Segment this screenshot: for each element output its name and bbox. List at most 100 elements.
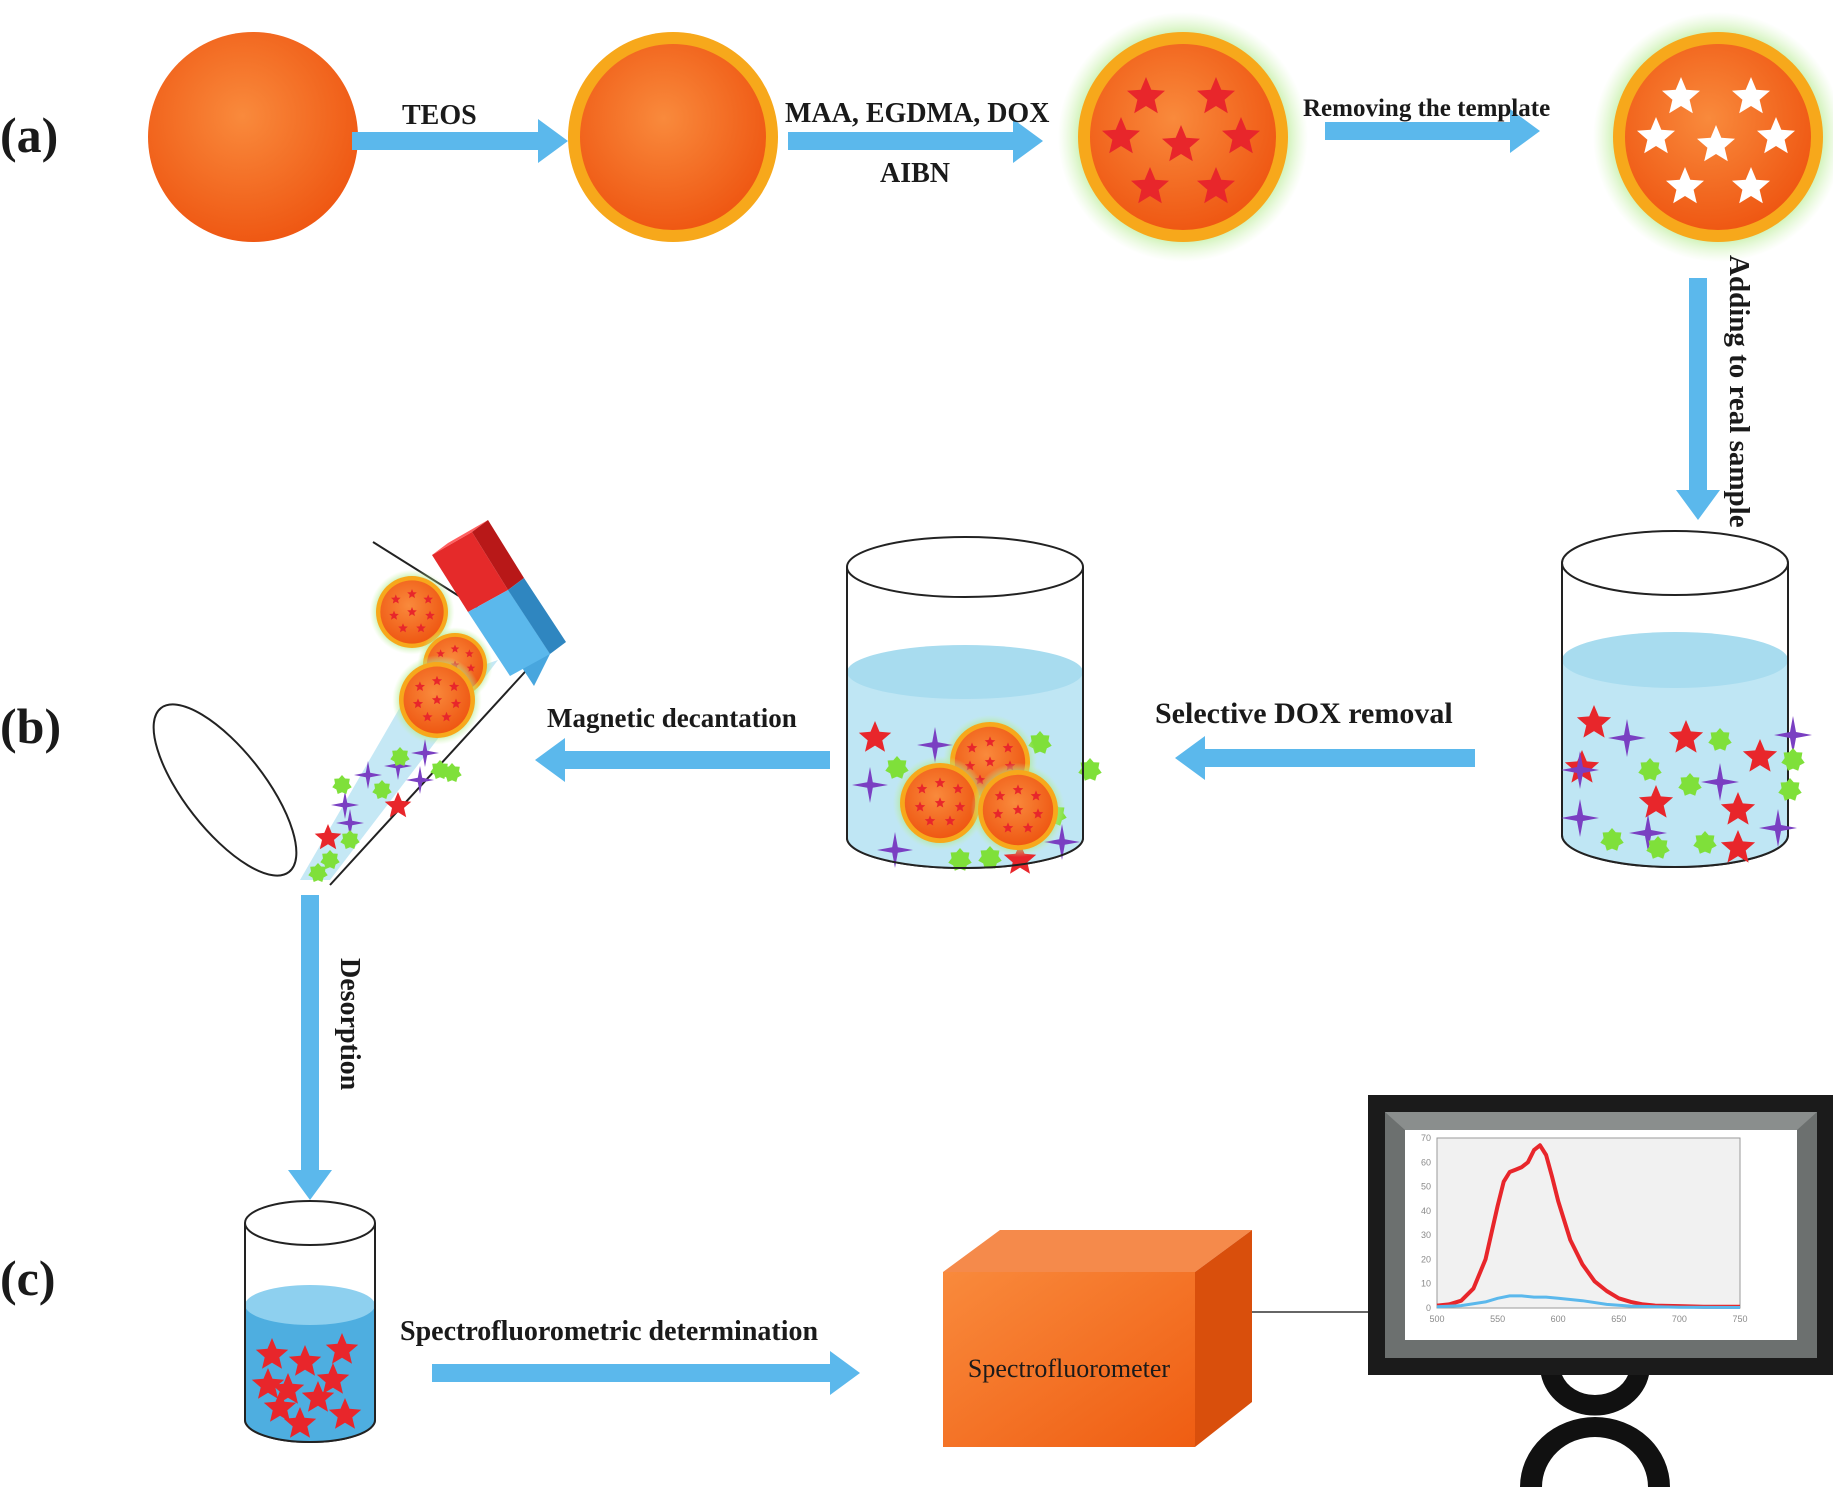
y-tick-label: 0: [1426, 1303, 1431, 1313]
empty-cavity-star: [1757, 117, 1795, 154]
y-tick-label: 50: [1421, 1182, 1431, 1192]
dox-template-star: [1222, 117, 1260, 154]
desorbed-dox-star: [283, 1407, 317, 1438]
magnet: [432, 520, 566, 686]
desorbed-dox-star: [288, 1345, 322, 1376]
bound-dox-star: [414, 681, 425, 691]
bound-dox-star: [1002, 822, 1014, 833]
bound-dox-star: [389, 610, 399, 620]
spectrofluorometer: Spectrofluorometer: [943, 1230, 1252, 1447]
interferent-sparkle: [354, 761, 382, 789]
label-selective-removal: Selective DOX removal: [1155, 697, 1453, 730]
bound-dox-star: [423, 594, 433, 604]
bound-dox-star: [450, 644, 460, 653]
panel-label-a: (a): [0, 107, 58, 163]
bound-dox-star: [422, 711, 433, 722]
interferent-gear: [948, 848, 972, 871]
y-tick-label: 40: [1421, 1206, 1431, 1216]
bound-dox-star: [436, 649, 445, 658]
dox-star: [1638, 785, 1674, 818]
panel-label-c: (c): [0, 1250, 56, 1306]
bound-dox-star: [1030, 790, 1042, 801]
interferent-gear: [1778, 778, 1802, 801]
monitor-stand-neck: [1541, 1375, 1649, 1416]
empty-cavity-star: [1637, 117, 1675, 154]
interferent-gear: [442, 763, 462, 782]
desorbed-dox-star: [255, 1338, 289, 1369]
bound-dox-star: [431, 675, 443, 686]
interferent-sparkle: [1561, 751, 1599, 789]
flow-arrow: [535, 738, 830, 782]
label-desorption: Desorption: [334, 958, 365, 1091]
desorbed-dox-star: [328, 1398, 362, 1429]
imprinted-particle-empty-cavities: [1593, 12, 1833, 262]
bound-dox-star: [466, 663, 476, 672]
monitor-stand-base: [1520, 1417, 1670, 1487]
interferent-gear: [1678, 773, 1702, 796]
interferent-gear: [885, 756, 909, 779]
beaker-real-sample: [1561, 530, 1812, 868]
imprinted-particle-with-dox: [1058, 12, 1308, 262]
bound-dox-star: [952, 783, 964, 794]
bound-dox-star: [966, 742, 978, 753]
desorbed-dox-star: [301, 1381, 335, 1412]
dox-template-star: [1127, 77, 1165, 114]
process-arrows: [288, 109, 1720, 1395]
dox-star: [858, 721, 892, 752]
flow-arrow: [1676, 278, 1720, 520]
dox-star: [314, 824, 342, 850]
flow-arrow: [288, 895, 332, 1200]
interferent-gear: [372, 780, 392, 799]
bound-dox-star: [1022, 822, 1034, 833]
interferent-gear: [390, 747, 410, 766]
interferent-sparkle: [877, 832, 913, 868]
flow-arrow: [1175, 736, 1475, 780]
bound-dox-star: [944, 815, 956, 826]
bound-dox-star: [1012, 784, 1024, 795]
bound-dox-star: [1012, 804, 1024, 815]
dox-star: [1576, 705, 1612, 738]
tilted-beaker-magnetic-decantation: [152, 520, 566, 886]
bound-dox-star: [984, 736, 996, 747]
spectrofluorometer-label: Spectrofluorometer: [968, 1354, 1170, 1383]
label-add-sample: Adding to real sample: [1723, 255, 1755, 528]
interferent-gear: [1600, 828, 1624, 851]
label-monomers: MAA, EGDMA, DOX: [785, 98, 1049, 129]
bound-dox-star: [914, 801, 926, 812]
bound-dox-star: [994, 790, 1006, 801]
spectrum-series-line: [1436, 1294, 1741, 1309]
interferent-sparkle: [852, 767, 888, 803]
x-tick-label: 700: [1672, 1314, 1687, 1324]
y-tick-label: 30: [1421, 1230, 1431, 1240]
dox-star: [384, 792, 412, 818]
dox-template-star: [1131, 167, 1169, 204]
x-tick-label: 500: [1429, 1314, 1444, 1324]
empty-cavity-star: [1732, 77, 1770, 114]
dox-star: [1668, 720, 1704, 753]
label-determination: Spectrofluorometric determination: [400, 1316, 819, 1347]
beaker-with-imprinted-particles: [846, 536, 1102, 874]
interferent-sparkle: [1774, 716, 1812, 754]
bound-dox-star: [391, 594, 401, 604]
interferent-sparkle: [1701, 763, 1739, 801]
bound-dox-star: [407, 607, 417, 617]
bound-dox-star: [916, 783, 928, 794]
empty-cavity-star: [1666, 167, 1704, 204]
interferent-gear: [308, 863, 328, 882]
label-teos: TEOS: [402, 100, 477, 131]
desorbed-dox-star: [263, 1391, 297, 1422]
y-tick-label: 10: [1421, 1279, 1431, 1289]
bound-dox-star: [441, 711, 452, 722]
empty-cavity-star: [1662, 77, 1700, 114]
label-magnetic-decantation: Magnetic decantation: [547, 703, 797, 733]
bound-dox-star: [954, 801, 966, 812]
empty-cavity-star: [1697, 125, 1735, 162]
y-tick-label: 20: [1421, 1254, 1431, 1264]
desorbed-dox-star: [316, 1363, 350, 1394]
spectrum-series-line: [1436, 1143, 1740, 1309]
bound-dox-star: [450, 698, 462, 709]
interferent-gear: [340, 830, 360, 849]
fe3o4-core: [148, 32, 358, 242]
bound-dox-star: [412, 698, 424, 709]
